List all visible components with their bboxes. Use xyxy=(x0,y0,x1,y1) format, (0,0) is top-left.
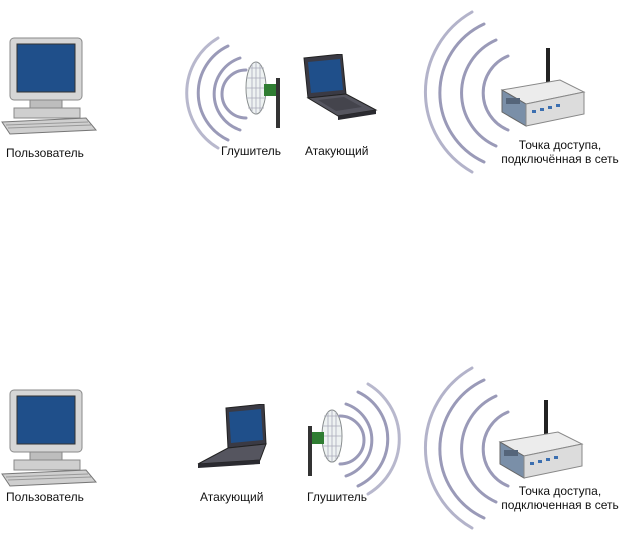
jammer-label: Глушитель xyxy=(221,144,282,158)
desktop-computer-icon xyxy=(1,37,98,135)
jammer-signal-waves xyxy=(338,382,401,496)
jammer-label: Глушитель xyxy=(307,490,368,504)
ap-label-line1: Точка доступа, xyxy=(518,138,602,152)
ap-label-line2: подключенная в сеть xyxy=(501,498,619,512)
access-point-signal-waves xyxy=(424,366,510,530)
jammer-signal-waves xyxy=(185,36,248,150)
scene-top: Пользователь Глушитель Атакующий xyxy=(0,0,624,200)
grid-antenna-icon xyxy=(245,61,280,128)
laptop-icon xyxy=(197,404,267,468)
attacker-label: Атакующий xyxy=(305,144,369,158)
grid-antenna-icon xyxy=(308,409,343,476)
ap-label-line1: Точка доступа, xyxy=(518,484,602,498)
laptop-icon xyxy=(303,54,378,120)
access-point-signal-waves xyxy=(424,10,510,174)
user-label: Пользователь xyxy=(6,146,84,160)
scene-bottom: Пользователь Атакующий Глушитель xyxy=(0,344,624,544)
ap-label-line2: подключённая в сеть xyxy=(501,152,619,166)
desktop-computer-icon xyxy=(1,389,98,487)
wifi-router-icon xyxy=(500,48,586,127)
user-label: Пользователь xyxy=(6,490,84,504)
attacker-label: Атакующий xyxy=(200,490,264,504)
wifi-router-icon xyxy=(498,400,584,479)
